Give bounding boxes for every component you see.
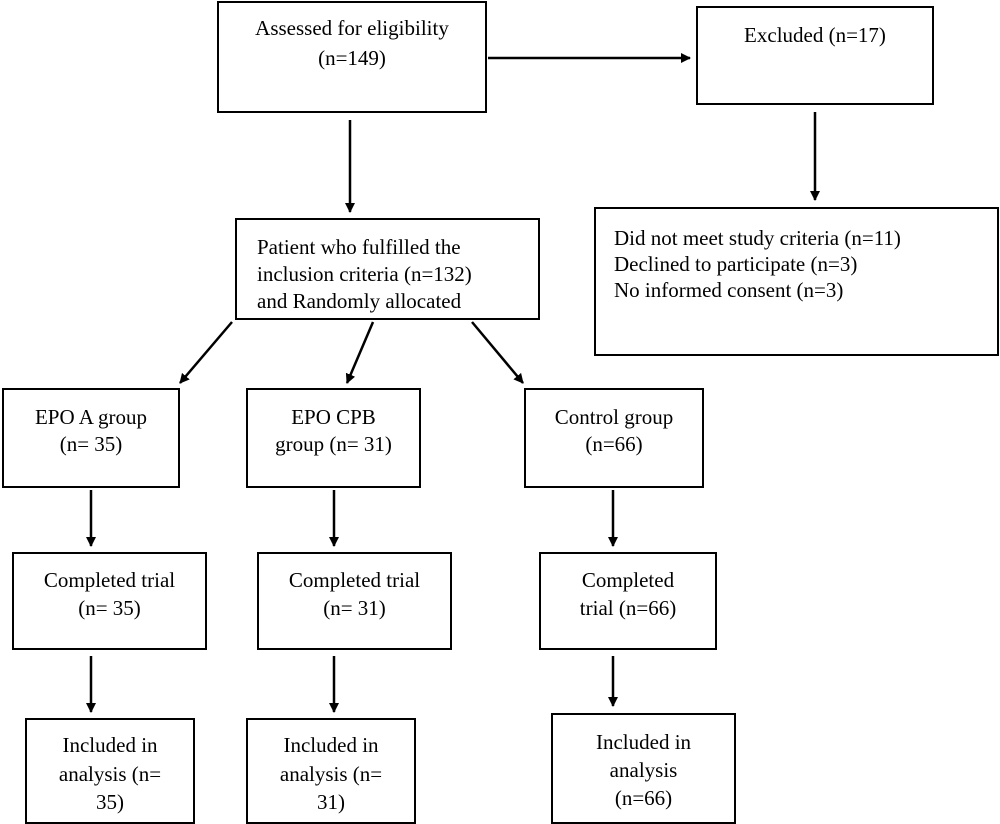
completed-count-epo-a: (n= 35)	[78, 596, 141, 620]
excluded-label: Excluded (n=17)	[744, 23, 886, 47]
group-box-epo-a: EPO A group (n= 35)	[2, 388, 180, 488]
group-box-epo-cpb: EPO CPB group (n= 31)	[246, 388, 421, 488]
analysis-box-epo-a: Included in analysis (n= 35)	[25, 718, 195, 824]
completed-label-epo-a: Completed trial	[43, 568, 176, 592]
assessed-label: Assessed for eligibility	[255, 16, 449, 40]
analysis-count-control: (n=66)	[614, 786, 673, 810]
analysis-label-epo-cpb: Included in	[283, 733, 379, 757]
reason-study-criteria: Did not meet study criteria (n=11)	[614, 226, 901, 250]
assessed-count: (n=149)	[318, 46, 386, 70]
analysis-label-epo-a: Included in	[62, 733, 158, 757]
analysis-box-epo-cpb: Included in analysis (n= 31)	[246, 718, 416, 824]
group-box-control: Control group (n=66)	[524, 388, 704, 488]
excluded-box: Excluded (n=17)	[696, 6, 934, 105]
analysis-box-control: Included in analysis (n=66)	[551, 713, 736, 824]
assessed-box: Assessed for eligibility (n=149)	[217, 1, 487, 113]
exclusion-reasons-box: Did not meet study criteria (n=11) Decli…	[594, 207, 999, 356]
analysis-label-control: Included in	[595, 730, 692, 754]
reason-declined: Declined to participate (n=3)	[614, 252, 858, 276]
randomized-line-2: inclusion criteria (n=132)	[257, 262, 472, 286]
randomized-line-3: and Randomly allocated	[257, 289, 462, 313]
completed-label-control: Completed	[581, 568, 675, 592]
group-count-control: (n=66)	[585, 432, 643, 456]
arrow-randomized-to-control	[471, 321, 524, 384]
arrow-randomized-to-epo-cpb	[345, 321, 375, 384]
completed-count-control: trial (n=66)	[579, 596, 677, 620]
group-count-epo-cpb: group (n= 31)	[275, 432, 392, 456]
group-name-epo-cpb: EPO CPB	[291, 405, 376, 429]
randomized-line-1: Patient who fulfilled the	[257, 235, 461, 259]
group-name-epo-a: EPO A group	[34, 405, 147, 429]
analysis-label2-epo-cpb: analysis (n=	[279, 762, 383, 786]
randomized-box: Patient who fulfilled the inclusion crit…	[235, 218, 540, 320]
group-count-epo-a: (n= 35)	[59, 432, 123, 456]
completed-box-control: Completed trial (n=66)	[539, 552, 717, 650]
completed-box-epo-a: Completed trial (n= 35)	[12, 552, 207, 650]
arrow-randomized-to-epo-a	[179, 321, 233, 384]
completed-label-epo-cpb: Completed trial	[288, 568, 421, 592]
analysis-label2-control: analysis	[609, 758, 678, 782]
completed-box-epo-cpb: Completed trial (n= 31)	[257, 552, 452, 650]
analysis-count-epo-a: 35)	[96, 790, 124, 814]
analysis-label2-epo-a: analysis (n=	[58, 762, 162, 786]
analysis-count-epo-cpb: 31)	[317, 790, 345, 814]
completed-count-epo-cpb: (n= 31)	[323, 596, 386, 620]
group-name-control: Control group	[554, 405, 674, 429]
reason-no-consent: No informed consent (n=3)	[614, 278, 844, 302]
